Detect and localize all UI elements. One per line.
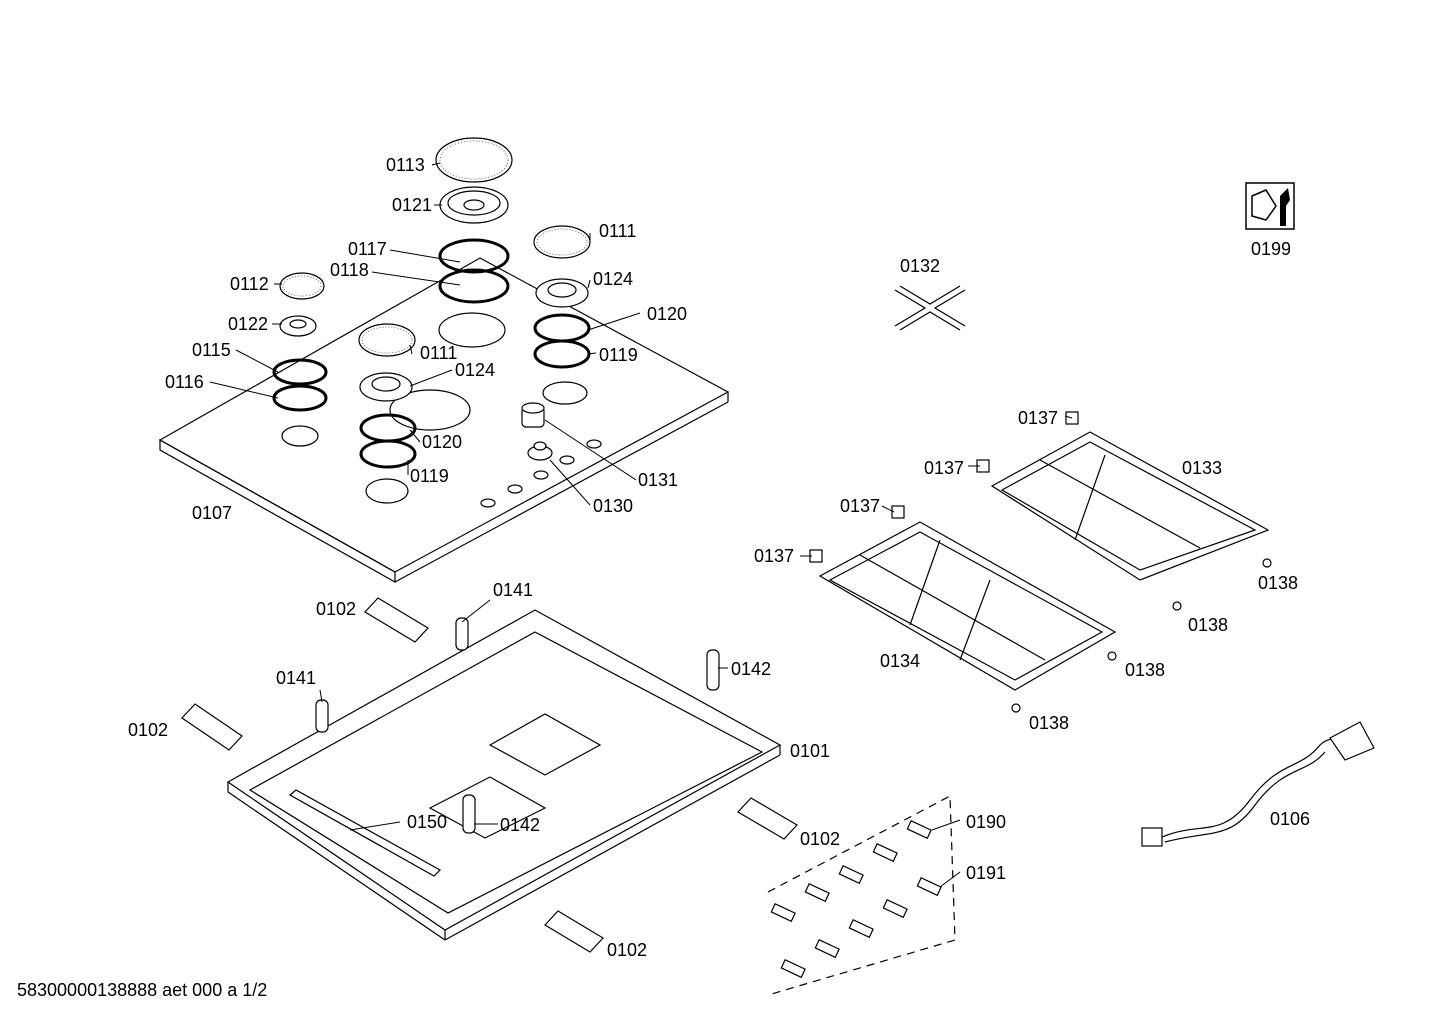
label-0134: 0134 [880,651,920,671]
label-0102-right: 0102 [800,829,840,849]
burner-parts [272,137,591,469]
label-0117: 0117 [348,239,387,259]
label-0112: 0112 [230,274,269,294]
label-0102-top: 0102 [316,599,356,619]
label-0119-middle: 0119 [410,466,449,486]
label-0115: 0115 [192,340,231,360]
mounting-clamps [181,597,798,953]
base-tray [226,609,782,941]
label-0102-left: 0102 [128,720,168,740]
label-0101: 0101 [790,741,830,761]
label-0138-a: 0138 [1258,573,1298,593]
label-0190: 0190 [966,812,1006,832]
label-0111-right: 0111 [599,221,636,241]
label-0131: 0131 [638,470,678,490]
label-0120-right: 0120 [647,304,687,324]
label-0107: 0107 [192,503,232,523]
label-0119-right: 0119 [599,345,638,365]
cooktop-top-plate [158,257,730,584]
label-0137-a: 0137 [1018,408,1058,428]
screws [767,795,956,996]
label-0142-right: 0142 [731,659,771,679]
label-0121: 0121 [392,195,432,215]
label-0137-b: 0137 [924,458,964,478]
feet [315,617,720,834]
label-0116: 0116 [165,372,204,392]
pan-supports [818,431,1270,691]
label-0130: 0130 [593,496,633,516]
label-0138-c: 0138 [1125,660,1165,680]
label-0150: 0150 [407,812,447,832]
label-0191: 0191 [966,863,1006,883]
label-0133: 0133 [1182,458,1222,478]
label-0111-middle: 0111 [420,343,457,363]
label-0118: 0118 [330,260,369,280]
label-0113: 0113 [386,155,425,175]
label-0142-bottom: 0142 [500,815,540,835]
document-footer: 58300000138888 aet 000 a 1/2 [17,980,268,1000]
label-0137-c: 0137 [840,496,880,516]
label-0122: 0122 [228,314,268,334]
wok-trivet [894,285,966,331]
label-0199: 0199 [1251,239,1291,259]
leader-lines [209,162,1073,888]
label-0132: 0132 [900,256,940,276]
label-0124-middle: 0124 [455,360,495,380]
label-0106: 0106 [1270,809,1310,829]
part-labels: 0113 0121 0117 0118 0111 0124 0120 0119 … [128,155,1310,960]
tool-kit-icon [1245,182,1295,230]
label-0137-d: 0137 [754,546,794,566]
label-0138-b: 0138 [1188,615,1228,635]
power-cord [1141,721,1375,847]
label-0124-right: 0124 [593,269,633,289]
label-0141-top: 0141 [493,580,533,600]
label-0138-d: 0138 [1029,713,1069,733]
label-0102-bottom: 0102 [607,940,647,960]
label-0120-middle: 0120 [422,432,462,452]
label-0141-left: 0141 [276,668,316,688]
